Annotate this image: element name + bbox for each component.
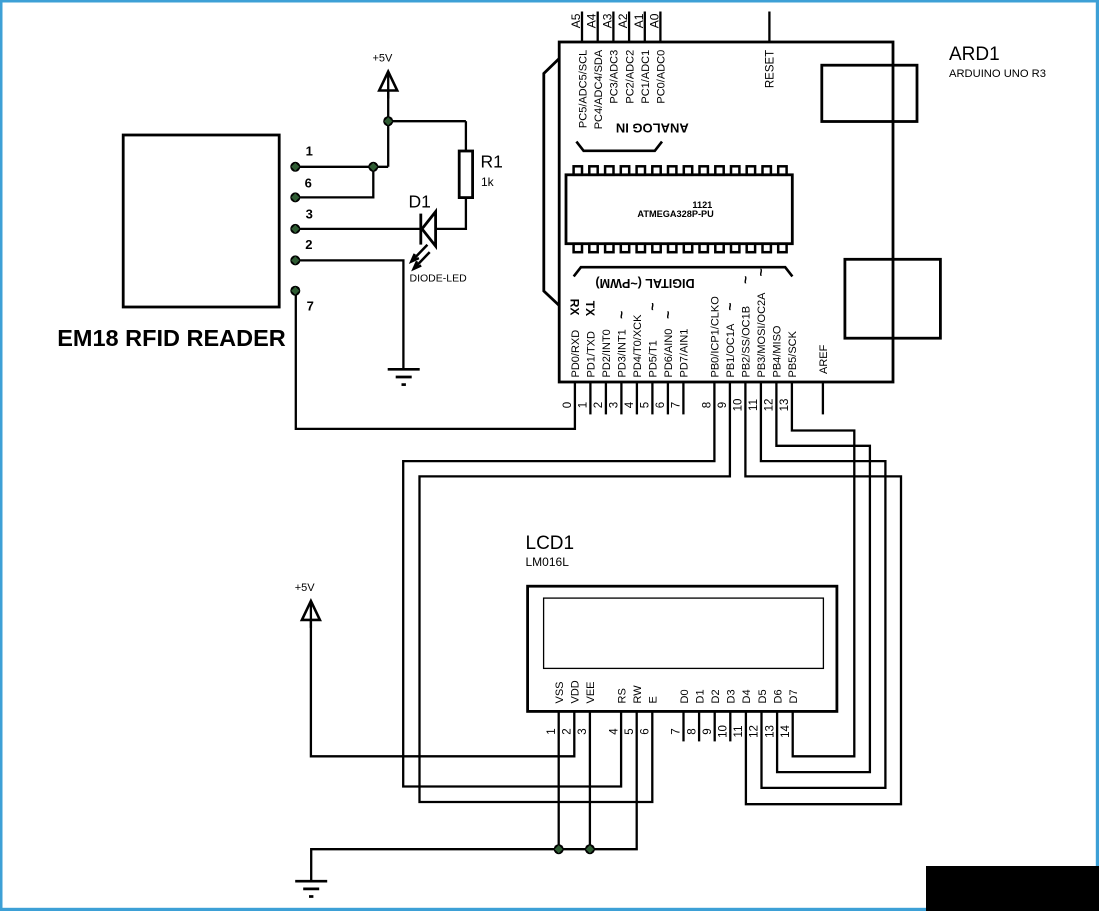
svg-text:+5V: +5V: [372, 53, 393, 65]
svg-text:PD3/INT1: PD3/INT1: [617, 329, 629, 377]
svg-text:6: 6: [655, 402, 667, 408]
svg-text:D1: D1: [409, 192, 431, 212]
svg-text:7: 7: [671, 402, 683, 408]
svg-text:D1: D1: [694, 689, 706, 703]
svg-text:~: ~: [614, 311, 630, 319]
svg-text:10: 10: [718, 725, 730, 738]
svg-text:PD2/INT0: PD2/INT0: [601, 329, 613, 377]
svg-text:A0: A0: [647, 13, 661, 28]
svg-text:PC1/ADC1: PC1/ADC1: [640, 50, 652, 104]
svg-text:0: 0: [562, 402, 574, 408]
svg-text:~: ~: [660, 311, 676, 319]
svg-text:D2: D2: [710, 689, 722, 703]
svg-text:ARD1: ARD1: [949, 44, 1000, 65]
svg-text:5: 5: [640, 402, 652, 408]
svg-text:PB3/MOSI/OC2A: PB3/MOSI/OC2A: [756, 292, 768, 378]
svg-text:PB4/MISO: PB4/MISO: [772, 325, 784, 377]
svg-text:3: 3: [306, 206, 313, 221]
svg-text:RX: RX: [568, 299, 582, 316]
svg-text:D7: D7: [788, 689, 800, 703]
svg-text:RS: RS: [616, 688, 628, 703]
svg-text:1: 1: [578, 402, 590, 408]
svg-text:4: 4: [608, 728, 620, 735]
svg-text:14: 14: [780, 725, 792, 738]
svg-text:ARDUINO UNO R3: ARDUINO UNO R3: [949, 68, 1046, 80]
svg-text:6: 6: [305, 175, 312, 190]
svg-text:A3: A3: [600, 13, 614, 28]
svg-text:12: 12: [764, 399, 776, 412]
svg-text:D0: D0: [679, 689, 691, 703]
svg-text:RESET: RESET: [765, 50, 777, 88]
svg-text:9: 9: [717, 402, 729, 408]
svg-text:DIGITAL (~PWM): DIGITAL (~PWM): [595, 276, 694, 290]
svg-text:PC5/ADC5/SCL: PC5/ADC5/SCL: [577, 50, 589, 128]
svg-text:LM016L: LM016L: [526, 555, 570, 569]
svg-text:PC4/ADC4/SDA: PC4/ADC4/SDA: [593, 49, 605, 129]
svg-text:PD0/RXD: PD0/RXD: [570, 330, 582, 378]
svg-text:ANALOG IN: ANALOG IN: [616, 121, 689, 136]
svg-text:D6: D6: [772, 689, 784, 703]
svg-text:A2: A2: [616, 13, 630, 28]
svg-text:PC0/ADC0: PC0/ADC0: [656, 50, 668, 104]
svg-text:R1: R1: [481, 151, 503, 171]
svg-text:~: ~: [645, 303, 661, 311]
svg-text:2: 2: [562, 728, 574, 734]
svg-text:PC3/ADC3: PC3/ADC3: [609, 50, 621, 104]
svg-text:9: 9: [702, 728, 714, 734]
svg-text:5: 5: [624, 728, 636, 734]
svg-text:+5V: +5V: [295, 582, 316, 594]
svg-text:~: ~: [753, 268, 769, 276]
svg-text:VSS: VSS: [554, 681, 566, 703]
svg-text:TX: TX: [583, 301, 597, 316]
svg-text:13: 13: [779, 399, 791, 412]
svg-text:DIODE-LED: DIODE-LED: [410, 272, 468, 284]
svg-text:~: ~: [722, 303, 738, 311]
svg-text:PC2/ADC2: PC2/ADC2: [624, 50, 636, 104]
svg-text:12: 12: [749, 725, 761, 738]
svg-text:13: 13: [764, 725, 776, 738]
svg-text:VEE: VEE: [585, 681, 597, 703]
svg-text:PB5/SCK: PB5/SCK: [787, 330, 799, 377]
svg-text:PB1/OC1A: PB1/OC1A: [725, 323, 737, 377]
svg-text:2: 2: [593, 402, 605, 408]
svg-text:1: 1: [546, 728, 558, 734]
svg-text:RW: RW: [632, 685, 644, 704]
svg-text:1121: 1121: [692, 200, 712, 210]
svg-text:PD6/AIN0: PD6/AIN0: [663, 329, 675, 378]
svg-text:8: 8: [702, 402, 714, 408]
svg-text:11: 11: [733, 726, 745, 738]
svg-text:PD1/TXD: PD1/TXD: [586, 331, 598, 378]
svg-text:11: 11: [748, 399, 760, 411]
svg-text:3: 3: [577, 728, 589, 734]
svg-text:PD4/T0/XCK: PD4/T0/XCK: [632, 314, 644, 378]
svg-text:ATMEGA328P-PU: ATMEGA328P-PU: [637, 209, 714, 219]
svg-text:7: 7: [307, 298, 314, 313]
svg-text:10: 10: [733, 399, 745, 412]
svg-text:3: 3: [609, 402, 621, 408]
svg-text:PB0/ICP1/CLKO: PB0/ICP1/CLKO: [710, 296, 722, 378]
svg-text:A4: A4: [585, 13, 599, 28]
svg-text:EM18 RFID READER: EM18 RFID READER: [57, 325, 286, 351]
svg-text:PD7/AIN1: PD7/AIN1: [679, 329, 691, 378]
svg-text:8: 8: [686, 728, 698, 734]
svg-text:E: E: [648, 696, 660, 703]
svg-text:A5: A5: [569, 13, 583, 28]
svg-text:D4: D4: [741, 689, 753, 703]
svg-text:1: 1: [306, 144, 313, 159]
svg-text:7: 7: [671, 728, 683, 734]
svg-text:4: 4: [624, 401, 636, 408]
svg-text:~: ~: [738, 276, 754, 284]
svg-text:VDD: VDD: [570, 680, 582, 703]
svg-text:AREF: AREF: [818, 344, 830, 374]
svg-text:PB2/SS/OC1B: PB2/SS/OC1B: [741, 306, 753, 378]
svg-text:D5: D5: [757, 689, 769, 703]
svg-text:PD5/T1: PD5/T1: [648, 340, 660, 377]
svg-text:1k: 1k: [481, 175, 495, 189]
svg-text:6: 6: [640, 728, 652, 734]
svg-text:2: 2: [305, 237, 312, 252]
svg-text:LCD1: LCD1: [526, 533, 575, 554]
svg-text:A1: A1: [632, 13, 646, 28]
svg-text:D3: D3: [726, 689, 738, 703]
